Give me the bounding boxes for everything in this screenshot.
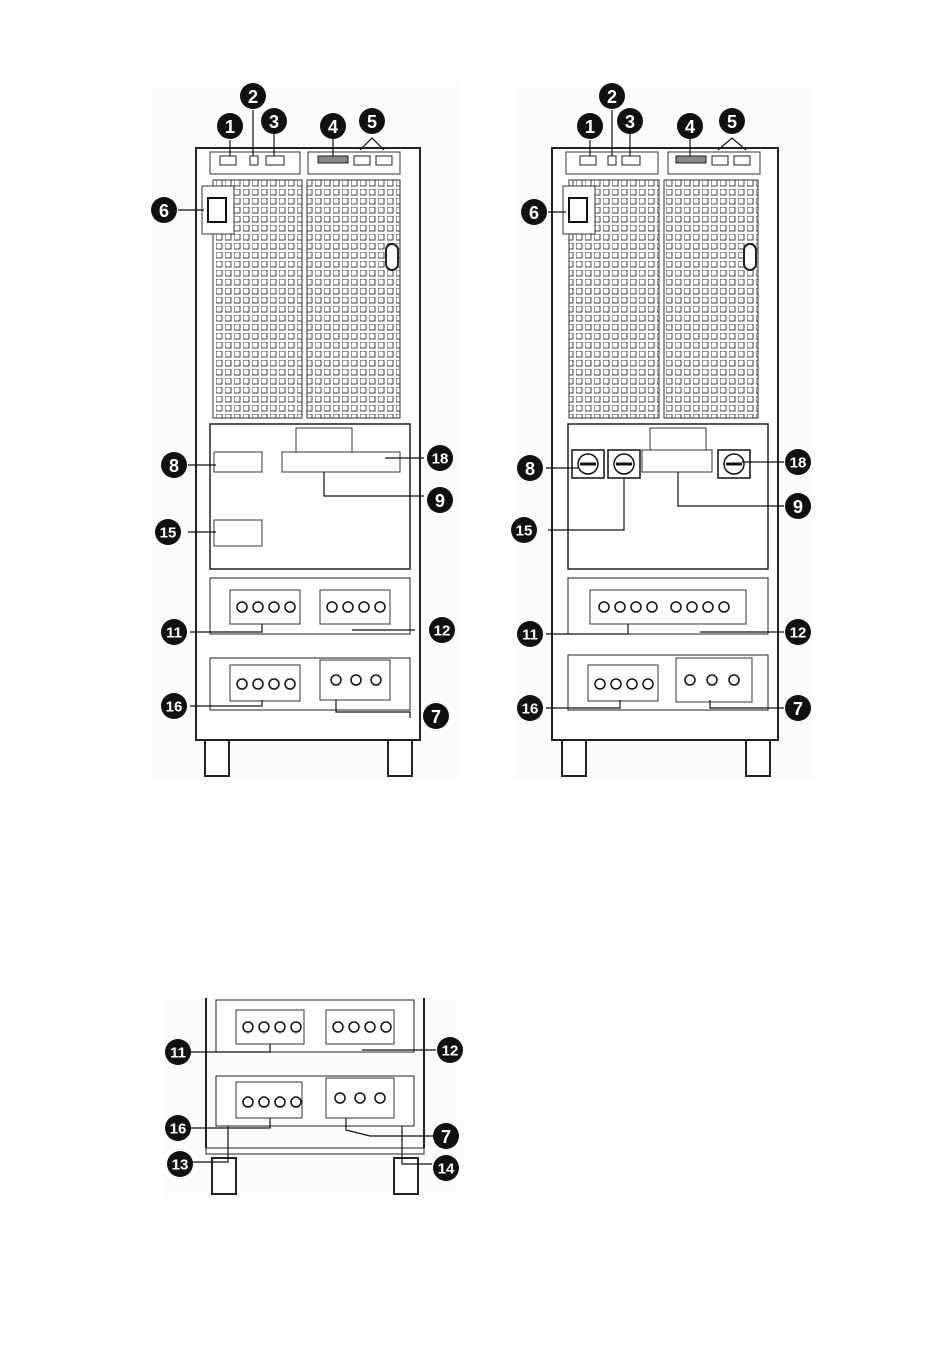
callout-number: 1 — [225, 117, 235, 137]
callout-14: 14 — [433, 1155, 459, 1181]
callout-3: 3 — [261, 108, 287, 134]
callout-number: 12 — [434, 623, 451, 640]
callout-number: 6 — [159, 201, 169, 221]
callout-number: 7 — [441, 1127, 451, 1147]
callout-number: 6 — [529, 203, 539, 223]
callout-number: 15 — [160, 525, 177, 542]
callout-number: 9 — [793, 497, 803, 517]
callout-number: 3 — [625, 112, 635, 132]
callout-2: 2 — [240, 83, 266, 109]
callout-number: 11 — [166, 625, 182, 642]
callout-12: 12 — [785, 619, 811, 645]
callout-number: 2 — [607, 87, 617, 107]
callout-9: 9 — [427, 487, 453, 513]
callout-8: 8 — [517, 455, 543, 481]
callout-number: 14 — [438, 1161, 455, 1178]
callout-6: 6 — [521, 199, 547, 225]
callout-number: 9 — [435, 491, 445, 511]
callout-number: 7 — [431, 707, 441, 727]
callout-8: 8 — [161, 452, 187, 478]
callout-2: 2 — [599, 83, 625, 109]
callout-15: 15 — [155, 519, 181, 545]
callout-1: 1 — [577, 113, 603, 139]
callout-7: 7 — [423, 703, 449, 729]
callout-11: 11 — [517, 621, 543, 647]
callout-12: 12 — [437, 1037, 463, 1063]
callout-number: 1 — [585, 117, 595, 137]
callout-18: 18 — [785, 449, 811, 475]
callout-4: 4 — [320, 113, 346, 139]
callout-9: 9 — [785, 493, 811, 519]
callout-number: 16 — [170, 1121, 187, 1138]
callout-16: 16 — [517, 695, 543, 721]
callout-number: 13 — [172, 1157, 189, 1174]
figure-terminal-detail: 11 12 16 7 13 14 — [163, 998, 463, 1198]
callout-number: 11 — [522, 627, 538, 644]
callout-7: 7 — [785, 695, 811, 721]
callout-11: 11 — [161, 619, 187, 645]
callout-18: 18 — [427, 445, 453, 471]
callout-number: 18 — [432, 451, 449, 468]
callout-number: 16 — [522, 701, 539, 718]
callout-16: 16 — [161, 693, 187, 719]
callout-6: 6 — [151, 197, 177, 223]
callout-7: 7 — [433, 1123, 459, 1149]
callout-number: 4 — [328, 117, 338, 137]
callout-16: 16 — [165, 1115, 191, 1141]
callout-number: 12 — [790, 625, 807, 642]
callout-15: 15 — [511, 517, 537, 543]
callout-number: 8 — [169, 456, 179, 476]
callout-number: 5 — [367, 112, 377, 132]
callout-5: 5 — [719, 108, 745, 134]
callout-11: 11 — [165, 1039, 191, 1065]
callout-number: 16 — [166, 699, 183, 716]
callout-5: 5 — [359, 108, 385, 134]
callout-number: 7 — [793, 699, 803, 719]
callout-12: 12 — [429, 617, 455, 643]
callout-number: 4 — [685, 117, 695, 137]
callout-3: 3 — [617, 108, 643, 134]
callout-4: 4 — [677, 113, 703, 139]
callout-number: 18 — [790, 455, 807, 472]
callout-number: 3 — [269, 112, 279, 132]
callout-1: 1 — [217, 113, 243, 139]
callout-number: 12 — [442, 1043, 459, 1060]
callout-13: 13 — [167, 1151, 193, 1177]
callout-number: 2 — [248, 87, 258, 107]
callout-number: 15 — [516, 523, 533, 540]
callout-number: 5 — [727, 112, 737, 132]
callout-number: 11 — [170, 1045, 186, 1062]
callout-number: 8 — [525, 459, 535, 479]
